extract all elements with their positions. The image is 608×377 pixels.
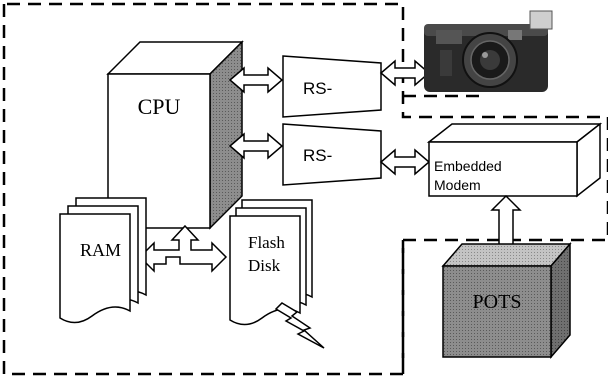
arrow-cpu-rs-bottom: [228, 132, 284, 160]
modem-label-line2: Modem: [434, 177, 481, 193]
camera-icon: [424, 10, 553, 92]
lightning-icon: [274, 302, 325, 349]
rs-bottom-label: RS-: [303, 146, 332, 165]
rs-top-block: RS-: [282, 55, 382, 118]
cpu-label: CPU: [138, 94, 181, 119]
pots-block: POTS: [441, 241, 572, 360]
arrow-cpu-rs-top: [228, 66, 284, 94]
arrow-rs-modem: [379, 148, 431, 176]
ram-label: RAM: [80, 240, 121, 260]
cpu-block: CPU: [106, 40, 244, 230]
ram-block: RAM: [59, 197, 147, 324]
flash-disk-block: Flash Disk: [229, 199, 313, 326]
flash-label-line2: Disk: [248, 256, 281, 275]
flash-label-line1: Flash: [248, 233, 285, 252]
pots-label: POTS: [473, 291, 522, 313]
arrow-cpu-ram-flash: [138, 224, 228, 273]
modem-block: Embedded Modem: [426, 122, 603, 198]
modem-label-line1: Embedded: [434, 158, 502, 174]
rs-top-label: RS-: [303, 79, 332, 98]
arrow-rs-camera: [379, 59, 431, 87]
rs-bottom-block: RS-: [282, 123, 382, 186]
